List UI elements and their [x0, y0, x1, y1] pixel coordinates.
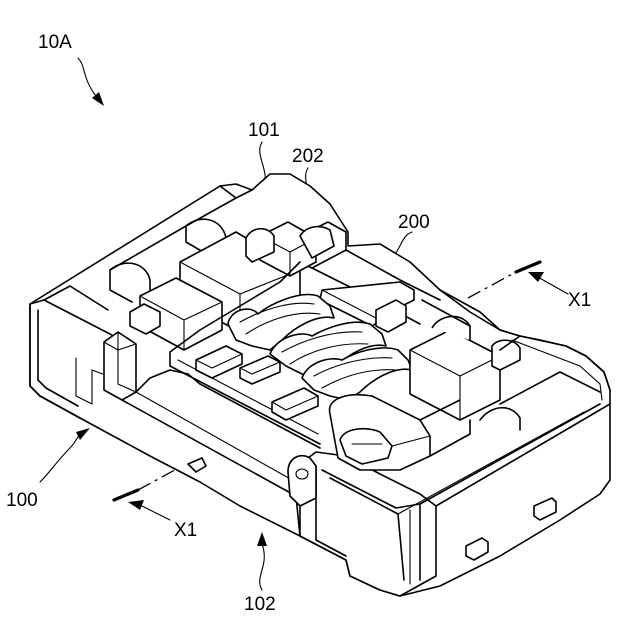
label-assembly: 10A — [38, 32, 72, 53]
label-top-part: 101 — [248, 120, 280, 141]
leader-102 — [257, 532, 267, 590]
leader-10A — [78, 58, 104, 106]
leader-100 — [40, 428, 90, 482]
label-bottom-part: 102 — [244, 594, 276, 615]
label-section-left: X1 — [174, 520, 197, 541]
label-second-connector: 200 — [398, 212, 430, 233]
section-line-right — [468, 262, 568, 298]
label-first-connector: 100 — [6, 490, 38, 511]
label-section-right: X1 — [568, 290, 591, 311]
label-inner-part: 202 — [292, 146, 324, 167]
